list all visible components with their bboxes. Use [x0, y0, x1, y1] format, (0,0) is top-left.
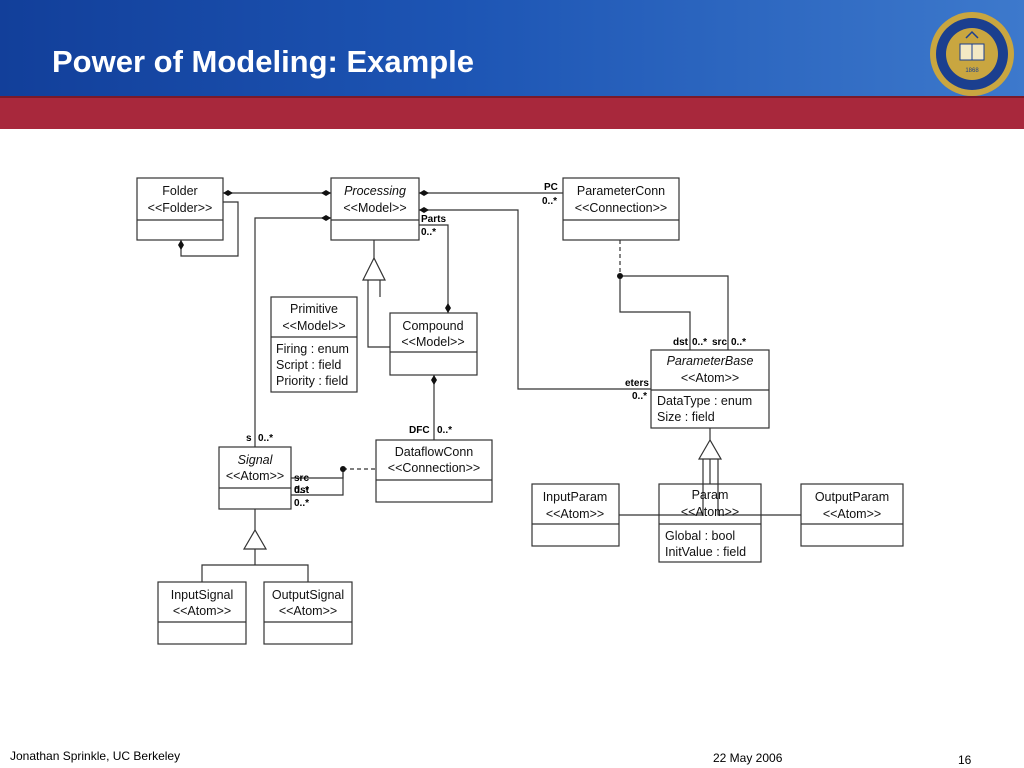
primitive-attr-firing: Firing : enum [276, 342, 349, 356]
label-eters: eters [625, 378, 649, 389]
label-pc: PC [544, 182, 558, 193]
label-dfc: DFC [409, 425, 430, 436]
junction-paramconn [617, 273, 623, 279]
class-compound [389, 312, 478, 376]
label-signal-src-mult: 0..* [294, 485, 309, 496]
title-bar [0, 0, 1024, 96]
page-title: Power of Modeling: Example [52, 44, 474, 79]
class-inputparam [531, 483, 620, 547]
accent-bar [0, 96, 1024, 129]
generalization-arrow-parameterbase [697, 438, 723, 460]
footer-date: 22 May 2006 [713, 751, 783, 765]
class-dataflowconn [375, 439, 493, 503]
class-folder [136, 177, 224, 241]
parameterbase-attr-size: Size : field [657, 410, 715, 424]
diamond-processing-pc [419, 190, 429, 196]
parameterbase-attr-datatype: DataType : enum [657, 394, 752, 408]
inputparam-name: InputParam [543, 490, 608, 504]
generalization-arrow-signal [242, 528, 268, 550]
inputparam-stereotype: <<Atom>> [546, 507, 604, 521]
outputparam-name: OutputParam [815, 490, 889, 504]
diamond-compound [445, 303, 451, 313]
signal-stereotype: <<Atom>> [226, 469, 284, 483]
edge-signal-processing [254, 217, 331, 447]
param-attr-initvalue: InitValue : field [665, 545, 746, 559]
inputsignal-name: InputSignal [171, 588, 234, 602]
class-processing [330, 177, 420, 241]
outputparam-stereotype: <<Atom>> [823, 507, 881, 521]
uc-seal-logo: 1868 [930, 12, 1014, 96]
label-pc-mult: 0..* [542, 196, 557, 207]
seal-year: 1868 [965, 68, 979, 74]
label-src: src [712, 337, 727, 348]
edge-signal-children [201, 564, 309, 582]
edge-compound-parts [419, 224, 449, 313]
folder-name: Folder [162, 184, 197, 198]
class-signal [218, 446, 292, 510]
label-s: s [246, 433, 252, 444]
edge-paramconn-dst [619, 276, 691, 350]
label-signal-dst: dst [294, 485, 310, 496]
class-primitive [270, 296, 358, 393]
label-signal-dst-mult: 0..* [294, 498, 309, 509]
label-parts: Parts [421, 214, 446, 225]
class-inputsignal [157, 581, 247, 645]
label-dst-mult: 0..* [692, 337, 707, 348]
label-dst: dst [673, 337, 689, 348]
compound-name: Compound [402, 319, 463, 333]
label-parts-mult: 0..* [421, 227, 436, 238]
param-name: Param [692, 488, 729, 502]
diamond-processing-folder [321, 190, 331, 196]
edge-folder-self [180, 201, 239, 257]
outputsignal-name: OutputSignal [272, 588, 344, 602]
diamond-processing-signal [321, 215, 331, 221]
inputsignal-stereotype: <<Atom>> [173, 604, 231, 618]
edge-outputparam-generalization [717, 459, 801, 516]
page-number: 16 [958, 753, 972, 767]
compound-stereotype: <<Model>> [401, 335, 464, 349]
dataflowconn-stereotype: <<Connection>> [388, 461, 480, 475]
processing-stereotype: <<Model>> [343, 201, 406, 215]
parameterbase-stereotype: <<Atom>> [681, 371, 739, 385]
parameterconn-name: ParameterConn [577, 184, 665, 198]
label-s-mult: 0..* [258, 433, 273, 444]
outputsignal-stereotype: <<Atom>> [279, 604, 337, 618]
diamond-processing-params [419, 207, 429, 213]
class-outputparam [800, 483, 904, 547]
dataflowconn-name: DataflowConn [395, 445, 474, 459]
edge-compound-generalization [367, 280, 390, 348]
processing-name: Processing [344, 184, 406, 198]
footer-author: Jonathan Sprinkle, UC Berkeley [10, 749, 181, 763]
diamond-folder-self [178, 240, 184, 250]
edge-signal-dst [291, 469, 344, 496]
primitive-attr-script: Script : field [276, 358, 341, 372]
diamond-compound-dfc [431, 375, 437, 385]
label-signal-src: src [294, 473, 309, 484]
edge-parameterbase-processing [419, 209, 651, 390]
parameterconn-stereotype: <<Connection>> [575, 201, 667, 215]
signal-name: Signal [238, 453, 274, 467]
parameterbase-name: ParameterBase [667, 354, 754, 368]
edge-paramconn-src [620, 275, 729, 350]
label-src-mult: 0..* [731, 337, 746, 348]
edge-inputparam-generalization [619, 459, 704, 516]
label-dfc-mult: 0..* [437, 425, 452, 436]
diamond-folder [223, 190, 233, 196]
generalization-arrow-processing [362, 256, 386, 281]
star-icon [965, 30, 979, 39]
param-stereotype: <<Atom>> [681, 505, 739, 519]
junction-dataflow [340, 466, 346, 472]
param-attr-global: Global : bool [665, 529, 735, 543]
primitive-stereotype: <<Model>> [282, 319, 345, 333]
class-parameterconn [562, 177, 680, 241]
primitive-name: Primitive [290, 302, 338, 316]
class-param [658, 483, 762, 563]
folder-stereotype: <<Folder>> [148, 201, 213, 215]
primitive-attr-priority: Priority : field [276, 374, 348, 388]
label-eters-mult: 0..* [632, 391, 647, 402]
